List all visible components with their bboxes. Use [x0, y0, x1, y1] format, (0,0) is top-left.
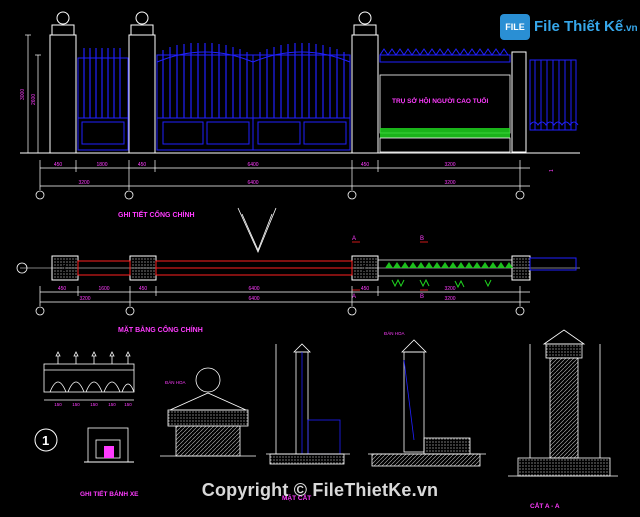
dim-text: 3200: [444, 296, 455, 302]
column-right-main: [351, 11, 379, 154]
height-label: 3000: [20, 89, 26, 100]
title-gate-plan: MẶT BẰNG CỔNG CHÍNH: [118, 325, 203, 334]
dim-text: 1800: [96, 162, 107, 168]
logo-name: File Thiết Kế: [534, 18, 624, 35]
side-gate: [77, 48, 129, 151]
dim-text: 150: [72, 402, 80, 407]
swing-sketch: [237, 207, 277, 254]
section-a-a: [508, 329, 618, 477]
title-section-a: CẮT A - A: [530, 501, 560, 510]
section-mark: B: [420, 294, 424, 300]
plan-grid-bubbles: [35, 306, 525, 316]
column-cap-detail: [160, 367, 256, 457]
gate-plan: 1 1 A A B B 450 1: [16, 236, 580, 316]
dim-text: 1600: [98, 286, 109, 292]
section-mark: B: [420, 236, 424, 242]
logo-suffix: .vn: [623, 23, 638, 34]
logo-icon: FILE: [500, 14, 530, 40]
section-mark: A: [352, 236, 356, 242]
dimension-lines-elevation: [39, 160, 530, 190]
dim-text: 3200: [78, 180, 89, 186]
dim-text: 450: [54, 162, 63, 168]
dim-text: 150: [90, 402, 98, 407]
dim-text: 150: [124, 402, 132, 407]
fence-wall: [379, 48, 511, 153]
wheel-detail: 1: [34, 427, 134, 463]
dimension-lines-plan: [39, 286, 530, 306]
plan-hedge: [385, 262, 513, 289]
section-cut-lines: [352, 241, 428, 291]
dim-text: 3200: [444, 162, 455, 168]
marker-number: 1: [549, 169, 555, 172]
plan-marker: 1: [362, 264, 367, 273]
dim-text: 6400: [247, 180, 258, 186]
column-left: [49, 11, 77, 154]
hedge: [380, 128, 510, 138]
dim-text: 450: [139, 286, 148, 292]
dim-text: 450: [138, 162, 147, 168]
plan-marker: 1: [62, 264, 67, 273]
gate-elevation: 3000 2600 1 TRỤ SỞ HỘI NGƯỜI CAO TUỔI 45…: [20, 11, 580, 200]
dim-text: 3200: [79, 296, 90, 302]
dim-text: 3200: [444, 180, 455, 186]
height-dimension: [25, 34, 41, 153]
logo-text: File Thiết Kế.vn: [534, 18, 638, 35]
dim-text: 450: [58, 286, 67, 292]
section-2: [368, 339, 486, 467]
watermark-logo: FILE File Thiết Kế.vn: [500, 10, 638, 44]
dim-text: 150: [54, 402, 62, 407]
height-label: 2600: [31, 94, 37, 105]
dim-text: 6400: [248, 286, 259, 292]
dim-text: 450: [361, 286, 370, 292]
callout: ĐÁN HOA: [384, 330, 405, 336]
main-gate-leaves: [156, 43, 351, 151]
detail-number: 1: [42, 433, 49, 448]
title-wheel-detail: GHI TIẾT BÁNH XE: [80, 488, 139, 498]
title-section: MẶT CẮT: [282, 493, 311, 502]
ornament-detail: [43, 351, 135, 401]
title-gate-detail: GHI TIẾT CỔNG CHÍNH: [118, 209, 195, 219]
dim-text: 150: [108, 402, 116, 407]
dim-text: 450: [361, 162, 370, 168]
sign-text: TRỤ SỞ HỘI NGƯỜI CAO TUỔI: [392, 96, 488, 105]
callout: ĐÁN HOA: [165, 379, 186, 385]
column-far-right: [511, 51, 527, 153]
column-middle: [128, 11, 156, 154]
dim-text: 3200: [444, 286, 455, 292]
section-mark: A: [352, 294, 356, 300]
dim-text: 6400: [248, 296, 259, 302]
section-1: [266, 343, 350, 465]
dim-text: 6400: [247, 162, 258, 168]
grid-bubbles: [35, 190, 525, 200]
copyright-watermark: Copyright © FileThietKe.vn: [201, 480, 439, 500]
far-right-railing: [529, 59, 579, 131]
